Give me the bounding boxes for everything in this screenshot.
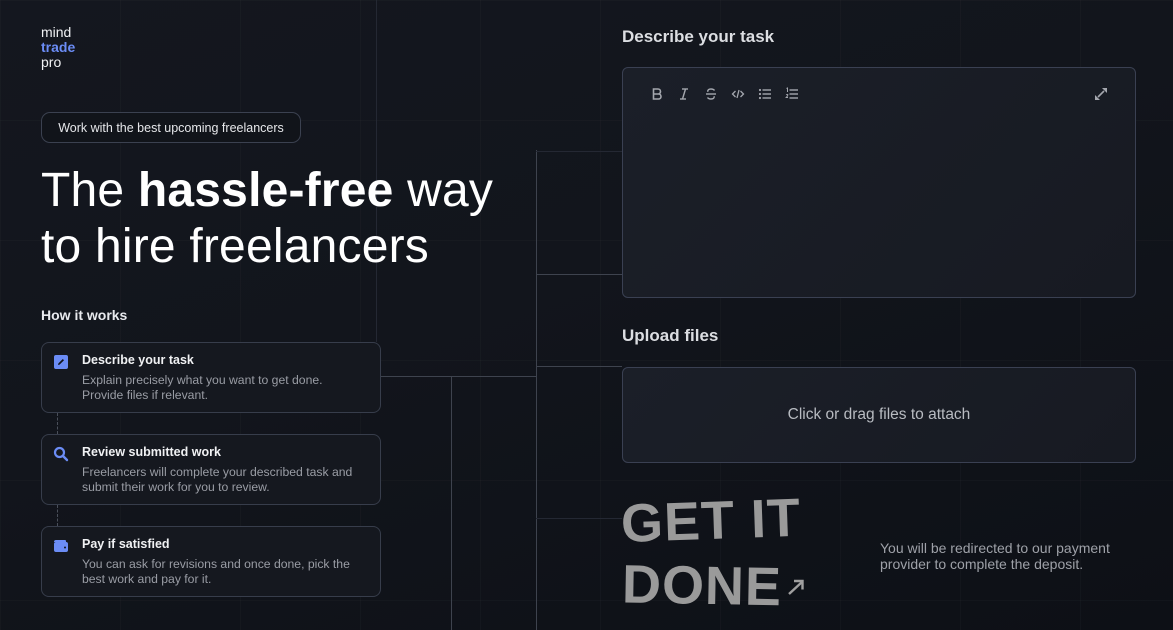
step-review-work: Review submitted work Freelancers will c… — [41, 434, 381, 505]
upload-files-heading: Upload files — [622, 326, 719, 345]
step-description: Explain precisely what you want to get d… — [82, 373, 323, 402]
connector-line — [536, 150, 537, 630]
hero-title-bold: hassle-free — [137, 164, 394, 217]
step-title: Pay if satisfied — [82, 537, 170, 551]
wallet-icon — [53, 538, 69, 554]
italic-icon — [680, 88, 688, 100]
cta-line2: DONE — [621, 554, 783, 618]
pencil-square-icon — [53, 354, 69, 370]
grid-line — [536, 151, 622, 152]
dropzone-label: Click or drag files to attach — [787, 406, 971, 423]
bold-button[interactable] — [649, 86, 665, 102]
task-description-editor[interactable] — [622, 67, 1136, 298]
cta-line1: GET IT — [619, 487, 802, 554]
brand-logo[interactable]: mind trade pro — [41, 25, 75, 70]
tagline-pill: Work with the best upcoming freelancers — [41, 112, 301, 143]
code-button[interactable] — [730, 86, 746, 102]
step-description: You can ask for revisions and once done,… — [82, 557, 350, 586]
italic-button[interactable] — [676, 86, 692, 102]
strikethrough-button[interactable] — [703, 86, 719, 102]
numbered-list-icon — [785, 87, 798, 99]
step-description: Freelancers will complete your described… — [82, 465, 353, 494]
arrow-up-right-icon — [786, 577, 806, 597]
search-icon — [53, 446, 69, 462]
bullet-list-icon — [758, 88, 771, 100]
describe-task-heading: Describe your task — [622, 27, 775, 46]
file-dropzone[interactable]: Click or drag files to attach — [622, 367, 1136, 463]
logo-word-pro: pro — [41, 54, 62, 70]
how-it-works-heading: How it works — [41, 307, 128, 323]
editor-toolbar — [649, 86, 800, 102]
get-it-done-button[interactable]: GET IT DONE — [620, 488, 804, 618]
logo-word-trade: trade — [41, 39, 76, 55]
bullet-list-button[interactable] — [757, 86, 773, 102]
connector-line — [381, 376, 536, 377]
numbered-list-button[interactable] — [784, 86, 800, 102]
strikethrough-icon — [706, 88, 716, 100]
hero-title-post: way — [393, 164, 494, 217]
grid-line — [536, 518, 622, 519]
expand-icon — [1095, 88, 1107, 100]
hero-title-pre: The — [41, 164, 138, 217]
connector-line — [536, 274, 622, 275]
bold-icon — [652, 88, 662, 100]
hero-title-line2: to hire freelancers — [41, 220, 429, 273]
step-title: Review submitted work — [82, 445, 221, 459]
payment-redirect-note: You will be redirected to our payment pr… — [880, 540, 1110, 572]
step-describe-task: Describe your task Explain precisely wha… — [41, 342, 381, 413]
step-connector — [57, 413, 58, 434]
connector-line — [536, 366, 622, 367]
step-title: Describe your task — [82, 353, 194, 367]
expand-button[interactable] — [1093, 86, 1109, 102]
code-icon — [731, 89, 745, 99]
step-connector — [57, 505, 58, 526]
step-pay-if-satisfied: Pay if satisfied You can ask for revisio… — [41, 526, 381, 597]
hero-title: The hassle-free way to hire freelancers — [41, 163, 493, 275]
connector-line — [451, 376, 452, 630]
logo-word-mind: mind — [41, 24, 72, 40]
